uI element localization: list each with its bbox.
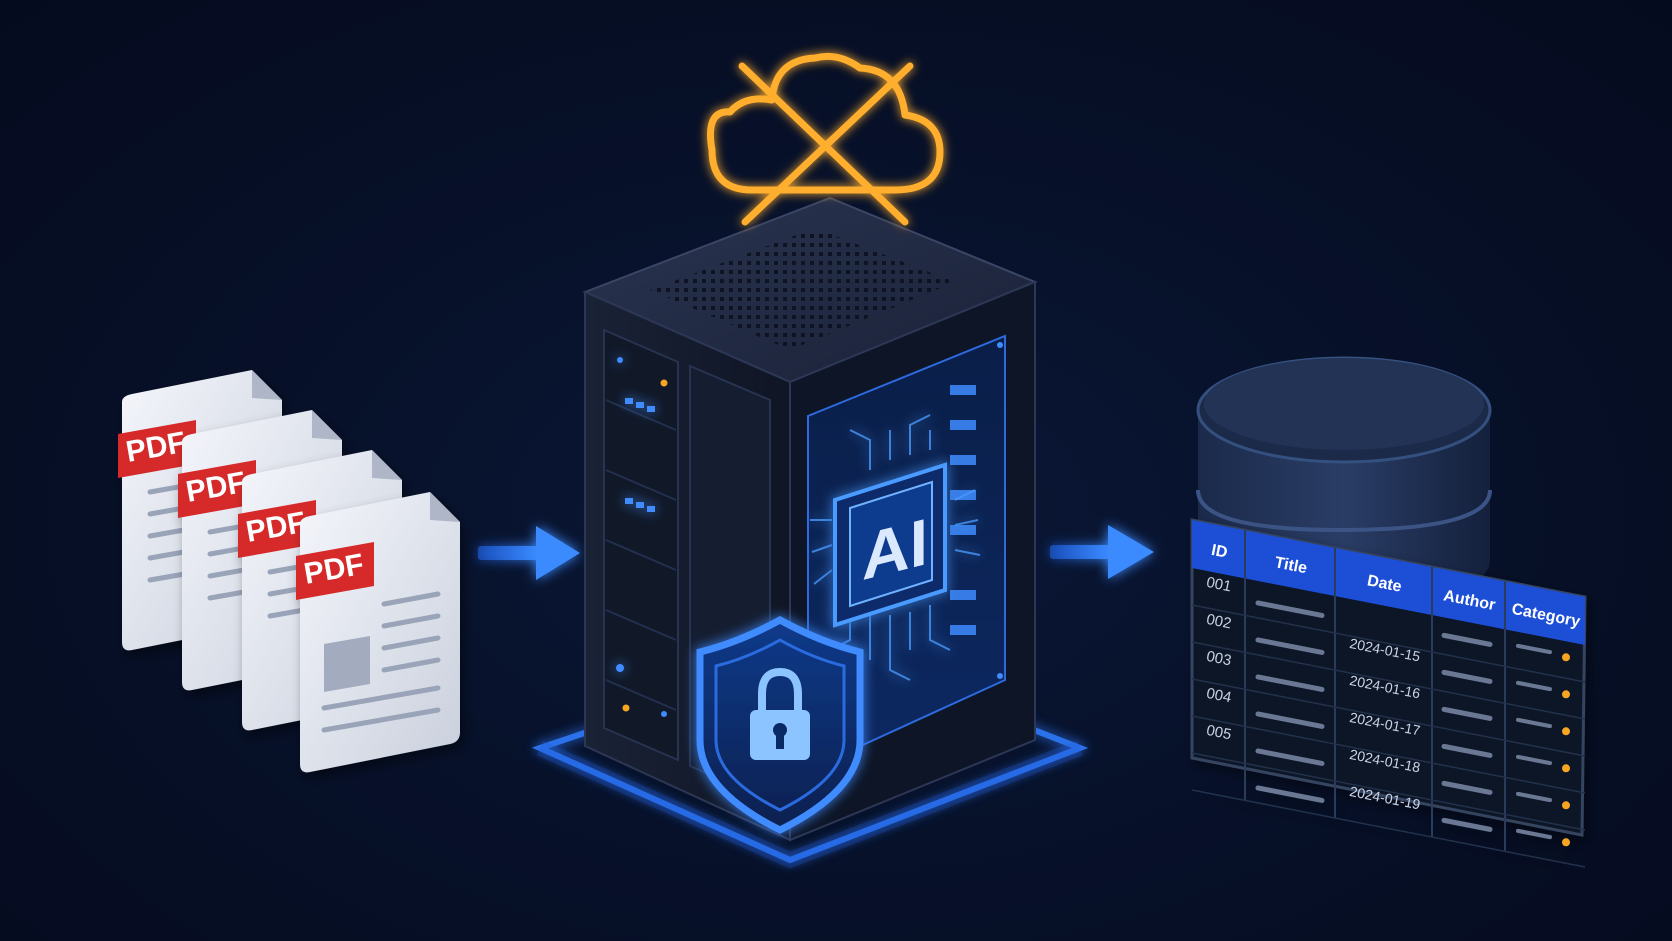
- row-divider: [1191, 604, 1586, 683]
- cell-id: 002: [1205, 611, 1233, 632]
- row-divider: [1191, 678, 1586, 757]
- cell-title-placeholder: [1255, 674, 1325, 692]
- lock-icon: [750, 667, 810, 760]
- cell-id: 004: [1205, 685, 1233, 706]
- table-header-band: [1192, 520, 1585, 645]
- category-status-dot: [1562, 838, 1570, 847]
- shield-lock-icon: [696, 616, 864, 834]
- cloud-off-icon: [707, 52, 944, 226]
- cell-id: 003: [1205, 648, 1233, 669]
- category-status-dot: [1562, 727, 1570, 736]
- cell-category-placeholder: [1516, 754, 1552, 766]
- category-status-dot: [1562, 653, 1570, 662]
- category-status-dot: [1562, 764, 1570, 773]
- table-header-cell: ID: [1210, 542, 1229, 562]
- pdf-document-icon: PDF: [296, 492, 460, 773]
- category-status-dot: [1562, 801, 1570, 810]
- pdf-document-stack: PDF PDF PDF: [118, 370, 460, 773]
- cell-author-placeholder: [1441, 632, 1493, 647]
- row-divider: [1191, 715, 1586, 794]
- table-header-cell: Date: [1366, 572, 1403, 595]
- cell-author-placeholder: [1441, 817, 1493, 832]
- cell-title-placeholder: [1255, 748, 1325, 766]
- category-status-dot: [1562, 690, 1570, 699]
- cell-author-placeholder: [1441, 669, 1493, 684]
- cell-title-placeholder: [1255, 637, 1325, 655]
- cell-id: 005: [1205, 722, 1233, 743]
- table-header-cell: Title: [1273, 554, 1308, 577]
- cell-author-placeholder: [1441, 780, 1493, 795]
- cell-category-placeholder: [1516, 791, 1552, 803]
- cell-category-placeholder: [1516, 643, 1552, 655]
- cell-category-placeholder: [1516, 828, 1552, 840]
- row-divider: [1191, 789, 1586, 868]
- cell-category-placeholder: [1516, 717, 1552, 729]
- table-row: 001: [1191, 574, 1586, 683]
- cell-title-placeholder: [1255, 600, 1325, 618]
- arrow-right-icon: [1050, 525, 1154, 579]
- ai-chip-icon: AI: [833, 462, 947, 628]
- arrow-right-icon: [478, 526, 580, 580]
- row-divider: [1191, 752, 1586, 831]
- cell-id: 001: [1205, 574, 1233, 595]
- cell-category-placeholder: [1516, 680, 1552, 692]
- cell-title-placeholder: [1255, 711, 1325, 729]
- ai-chip-label: AI: [862, 505, 928, 595]
- database-icon: [1196, 356, 1492, 600]
- cell-title-placeholder: [1255, 785, 1325, 803]
- cell-author-placeholder: [1441, 743, 1493, 758]
- row-divider: [1191, 641, 1586, 720]
- ai-server: AI: [531, 196, 1089, 869]
- cell-author-placeholder: [1441, 706, 1493, 721]
